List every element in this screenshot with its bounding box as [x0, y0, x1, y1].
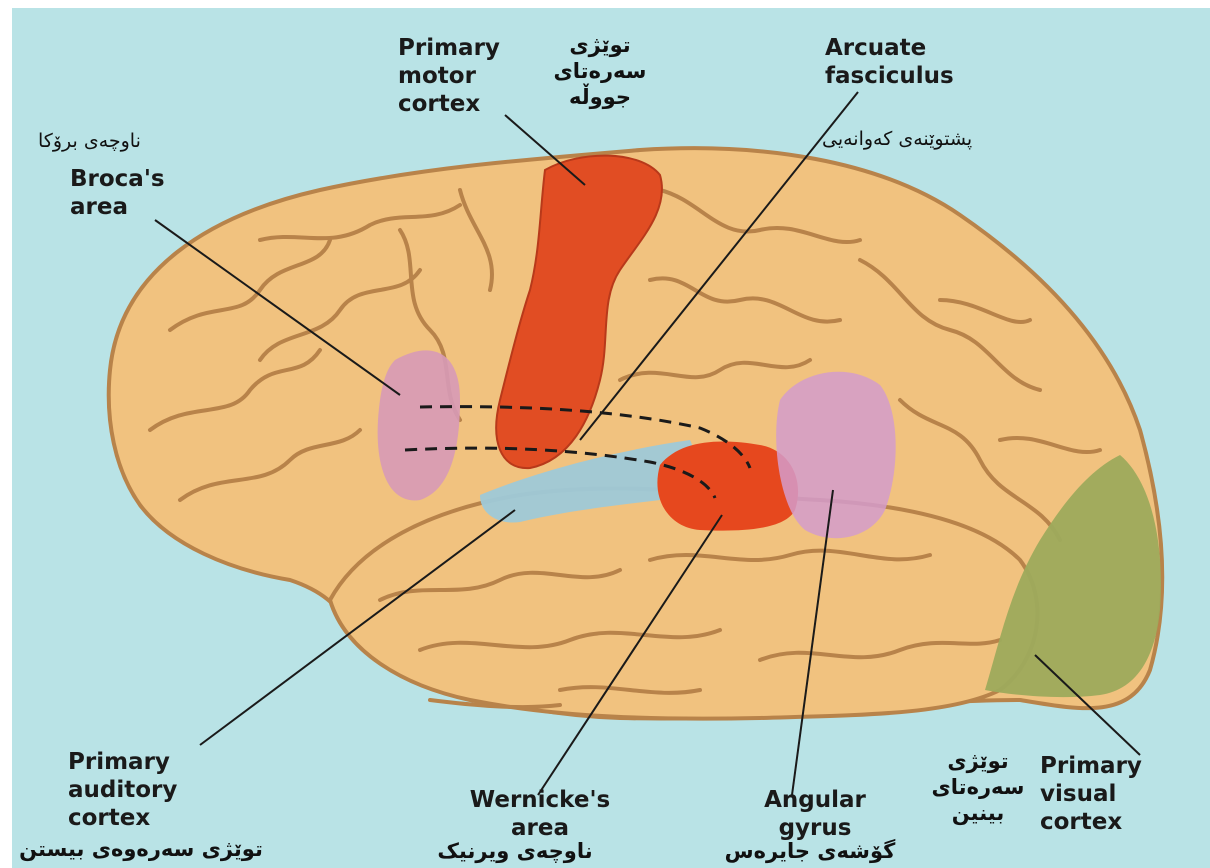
primary-auditory-cortex-kurdish-label: توێژی سەرەوەی بیستن	[6, 836, 276, 862]
primary-auditory-cortex-line2: auditory	[68, 776, 177, 804]
brocas-area-kurdish-label: ناوچەی برۆکا	[38, 128, 208, 154]
primary-visual-cortex-line2: visual	[1040, 780, 1142, 808]
arcuate-fasciculus-line1: Arcuate	[825, 34, 954, 62]
primary-auditory-cortex-line1: Primary	[68, 748, 177, 776]
primary-motor-cortex-kurdish-line2: سەرەتای	[530, 58, 670, 84]
primary-motor-cortex-label: Primary motor cortex	[398, 34, 500, 118]
primary-visual-cortex-kurdish-line2: سەرەتای	[918, 774, 1038, 800]
brocas-area-line1: Broca's	[70, 165, 165, 193]
angular-gyrus-line1: Angular	[740, 786, 890, 814]
wernickes-area-line1: Wernicke's	[440, 786, 640, 814]
primary-motor-cortex-kurdish-line3: جووڵە	[530, 84, 670, 110]
primary-visual-cortex-label: Primary visual cortex	[1040, 752, 1142, 836]
primary-visual-cortex-line1: Primary	[1040, 752, 1142, 780]
wernickes-area-label: Wernicke's area	[440, 786, 640, 842]
primary-visual-cortex-kurdish-line3: بینین	[918, 800, 1038, 826]
primary-motor-cortex-line2: motor	[398, 62, 500, 90]
primary-visual-cortex-kurdish-label: توێژی سەرەتای بینین	[918, 748, 1038, 826]
arcuate-fasciculus-line2: fasciculus	[825, 62, 954, 90]
primary-auditory-cortex-line3: cortex	[68, 804, 177, 832]
arcuate-fasciculus-label: Arcuate fasciculus	[825, 34, 954, 90]
primary-motor-cortex-line3: cortex	[398, 90, 500, 118]
primary-visual-cortex-kurdish-line1: توێژی	[918, 748, 1038, 774]
wernickes-area-region	[657, 442, 798, 531]
arcuate-fasciculus-kurdish-label: پشتوێنەی کەوانەیی	[822, 126, 1062, 152]
primary-motor-cortex-kurdish-label: توێژی سەرەتای جووڵە	[530, 32, 670, 110]
brocas-area-label: Broca's area	[70, 165, 165, 221]
angular-gyrus-kurdish-label: گۆشەی جایرەس	[700, 838, 920, 864]
angular-gyrus-region	[776, 372, 896, 538]
wernickes-area-kurdish-label: ناوچەی ویرنیک	[400, 838, 630, 864]
primary-motor-cortex-kurdish-line1: توێژی	[530, 32, 670, 58]
brocas-area-line2: area	[70, 193, 165, 221]
angular-gyrus-label: Angular gyrus	[740, 786, 890, 842]
primary-auditory-cortex-label: Primary auditory cortex	[68, 748, 177, 832]
primary-visual-cortex-line3: cortex	[1040, 808, 1142, 836]
primary-motor-cortex-line1: Primary	[398, 34, 500, 62]
